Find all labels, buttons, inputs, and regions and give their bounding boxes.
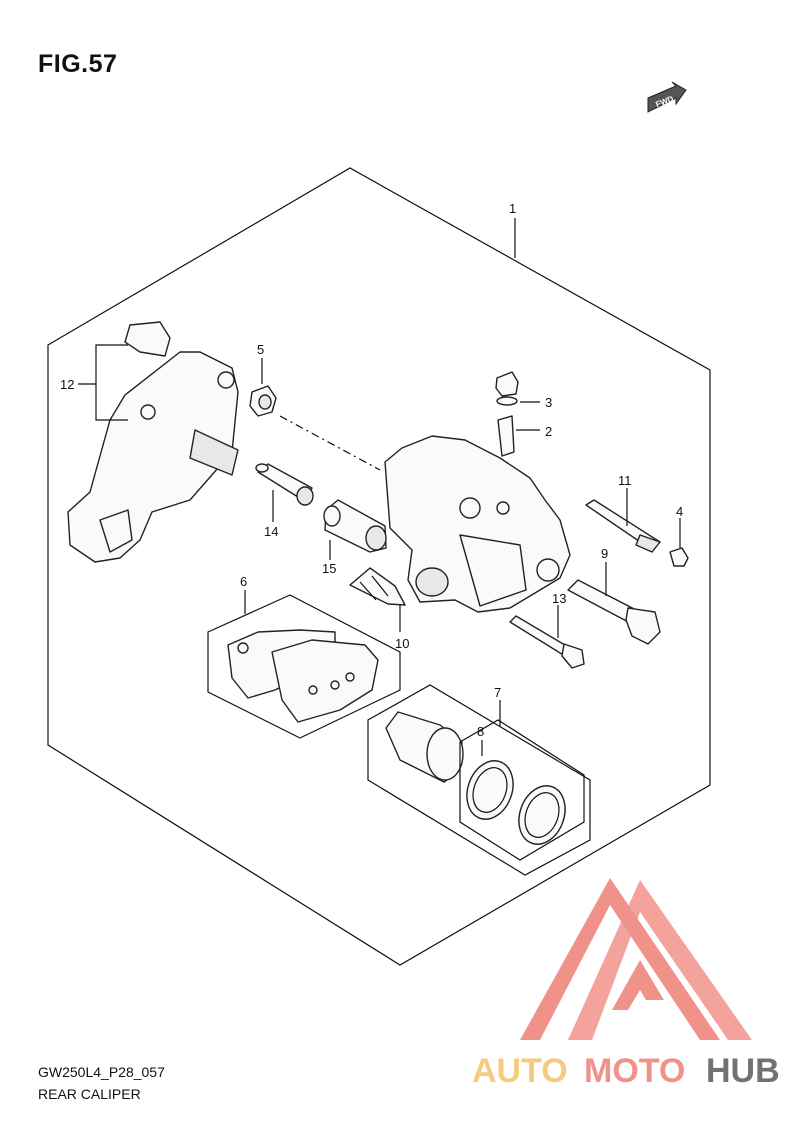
part-bracket xyxy=(67,321,239,563)
watermark-hub: HUB xyxy=(706,1052,780,1090)
leader-12-bracket xyxy=(95,344,128,421)
fwd-arrow-icon: FWD xyxy=(647,81,687,113)
pad-set-outline xyxy=(207,594,401,739)
seal-set-outline xyxy=(459,719,585,861)
axis-line xyxy=(279,415,381,471)
callout-10: 10 xyxy=(395,636,409,651)
part-bolt-13 xyxy=(509,615,585,669)
callout-8: 8 xyxy=(477,724,484,739)
callout-1: 1 xyxy=(509,201,516,216)
callout-3: 3 xyxy=(545,395,552,410)
figure-caption: REAR CALIPER xyxy=(38,1086,141,1102)
part-pin xyxy=(585,499,661,553)
part-spring xyxy=(349,567,406,606)
part-nut xyxy=(669,547,689,567)
part-seals xyxy=(466,760,566,845)
figure-title: FIG.57 xyxy=(38,50,118,78)
part-brake-pads xyxy=(227,629,379,723)
part-piston xyxy=(385,711,464,783)
part-sleeve xyxy=(255,463,314,506)
callout-11: 11 xyxy=(618,473,632,488)
part-boot xyxy=(249,385,277,417)
callout-12: 12 xyxy=(60,377,74,392)
callout-4: 4 xyxy=(676,504,683,519)
figure-code: GW250L4_P28_057 xyxy=(38,1064,165,1080)
part-caliper-body xyxy=(384,435,571,613)
callout-13: 13 xyxy=(552,591,566,606)
watermark-auto: AUTO xyxy=(472,1052,568,1090)
watermark-moto: MOTO xyxy=(584,1052,685,1090)
part-bleeder-cap xyxy=(495,371,519,406)
part-bleeder-valve xyxy=(497,415,515,457)
piston-set-outline xyxy=(367,684,591,876)
callout-9: 9 xyxy=(601,546,608,561)
callout-2: 2 xyxy=(545,424,552,439)
part-pin-boot xyxy=(323,499,387,553)
callout-15: 15 xyxy=(322,561,336,576)
kit-outline xyxy=(47,167,711,966)
watermark-logo: AUTO MOTO HUB xyxy=(472,878,780,1090)
part-bolt-9 xyxy=(567,579,661,645)
callout-14: 14 xyxy=(264,524,278,539)
callout-6: 6 xyxy=(240,574,247,589)
callout-7: 7 xyxy=(494,685,501,700)
callout-5: 5 xyxy=(257,342,264,357)
